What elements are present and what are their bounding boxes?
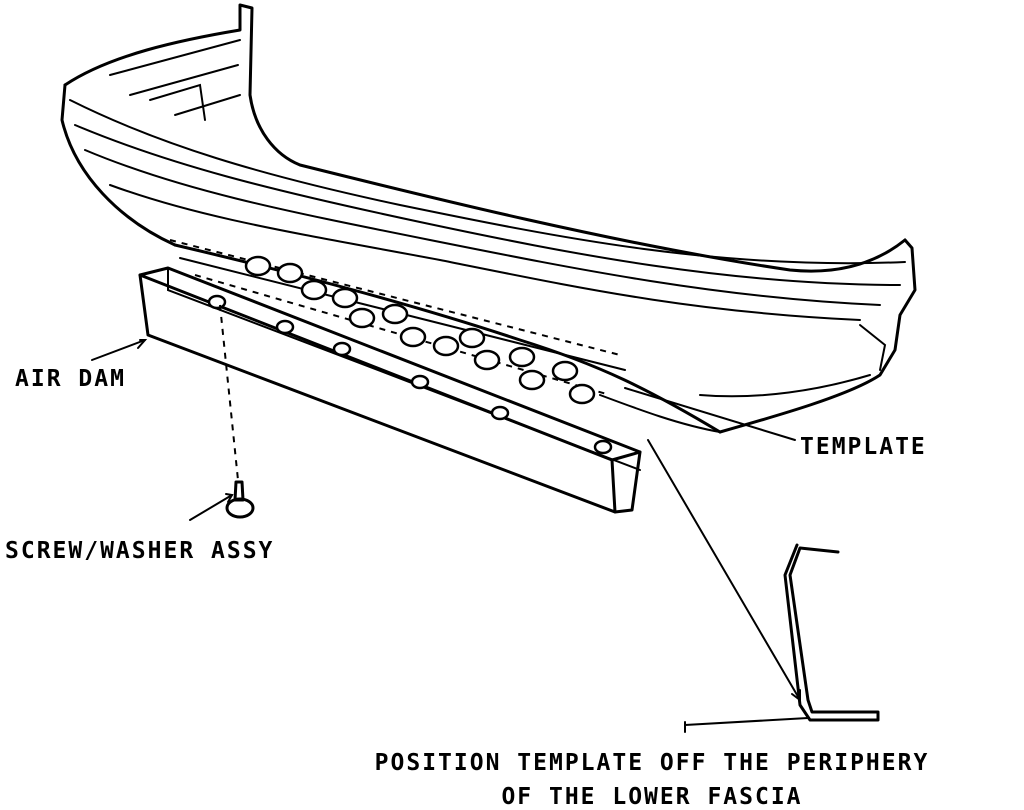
position-template-note-line2: OF THE LOWER FASCIA [501,784,803,810]
template-profile [783,543,880,722]
air-dam-label: AIR DAM [15,366,126,392]
position-template-note-line1: POSITION TEMPLATE OFF THE PERIPHERY [374,750,930,776]
template-label: TEMPLATE [800,434,927,460]
air-dam-strip [138,266,642,514]
grille-openings [244,255,596,405]
leader-lines [91,339,809,733]
screw-washer-assy-label: SCREW/WASHER ASSY [5,538,275,564]
screw-washer-assy [219,304,255,519]
